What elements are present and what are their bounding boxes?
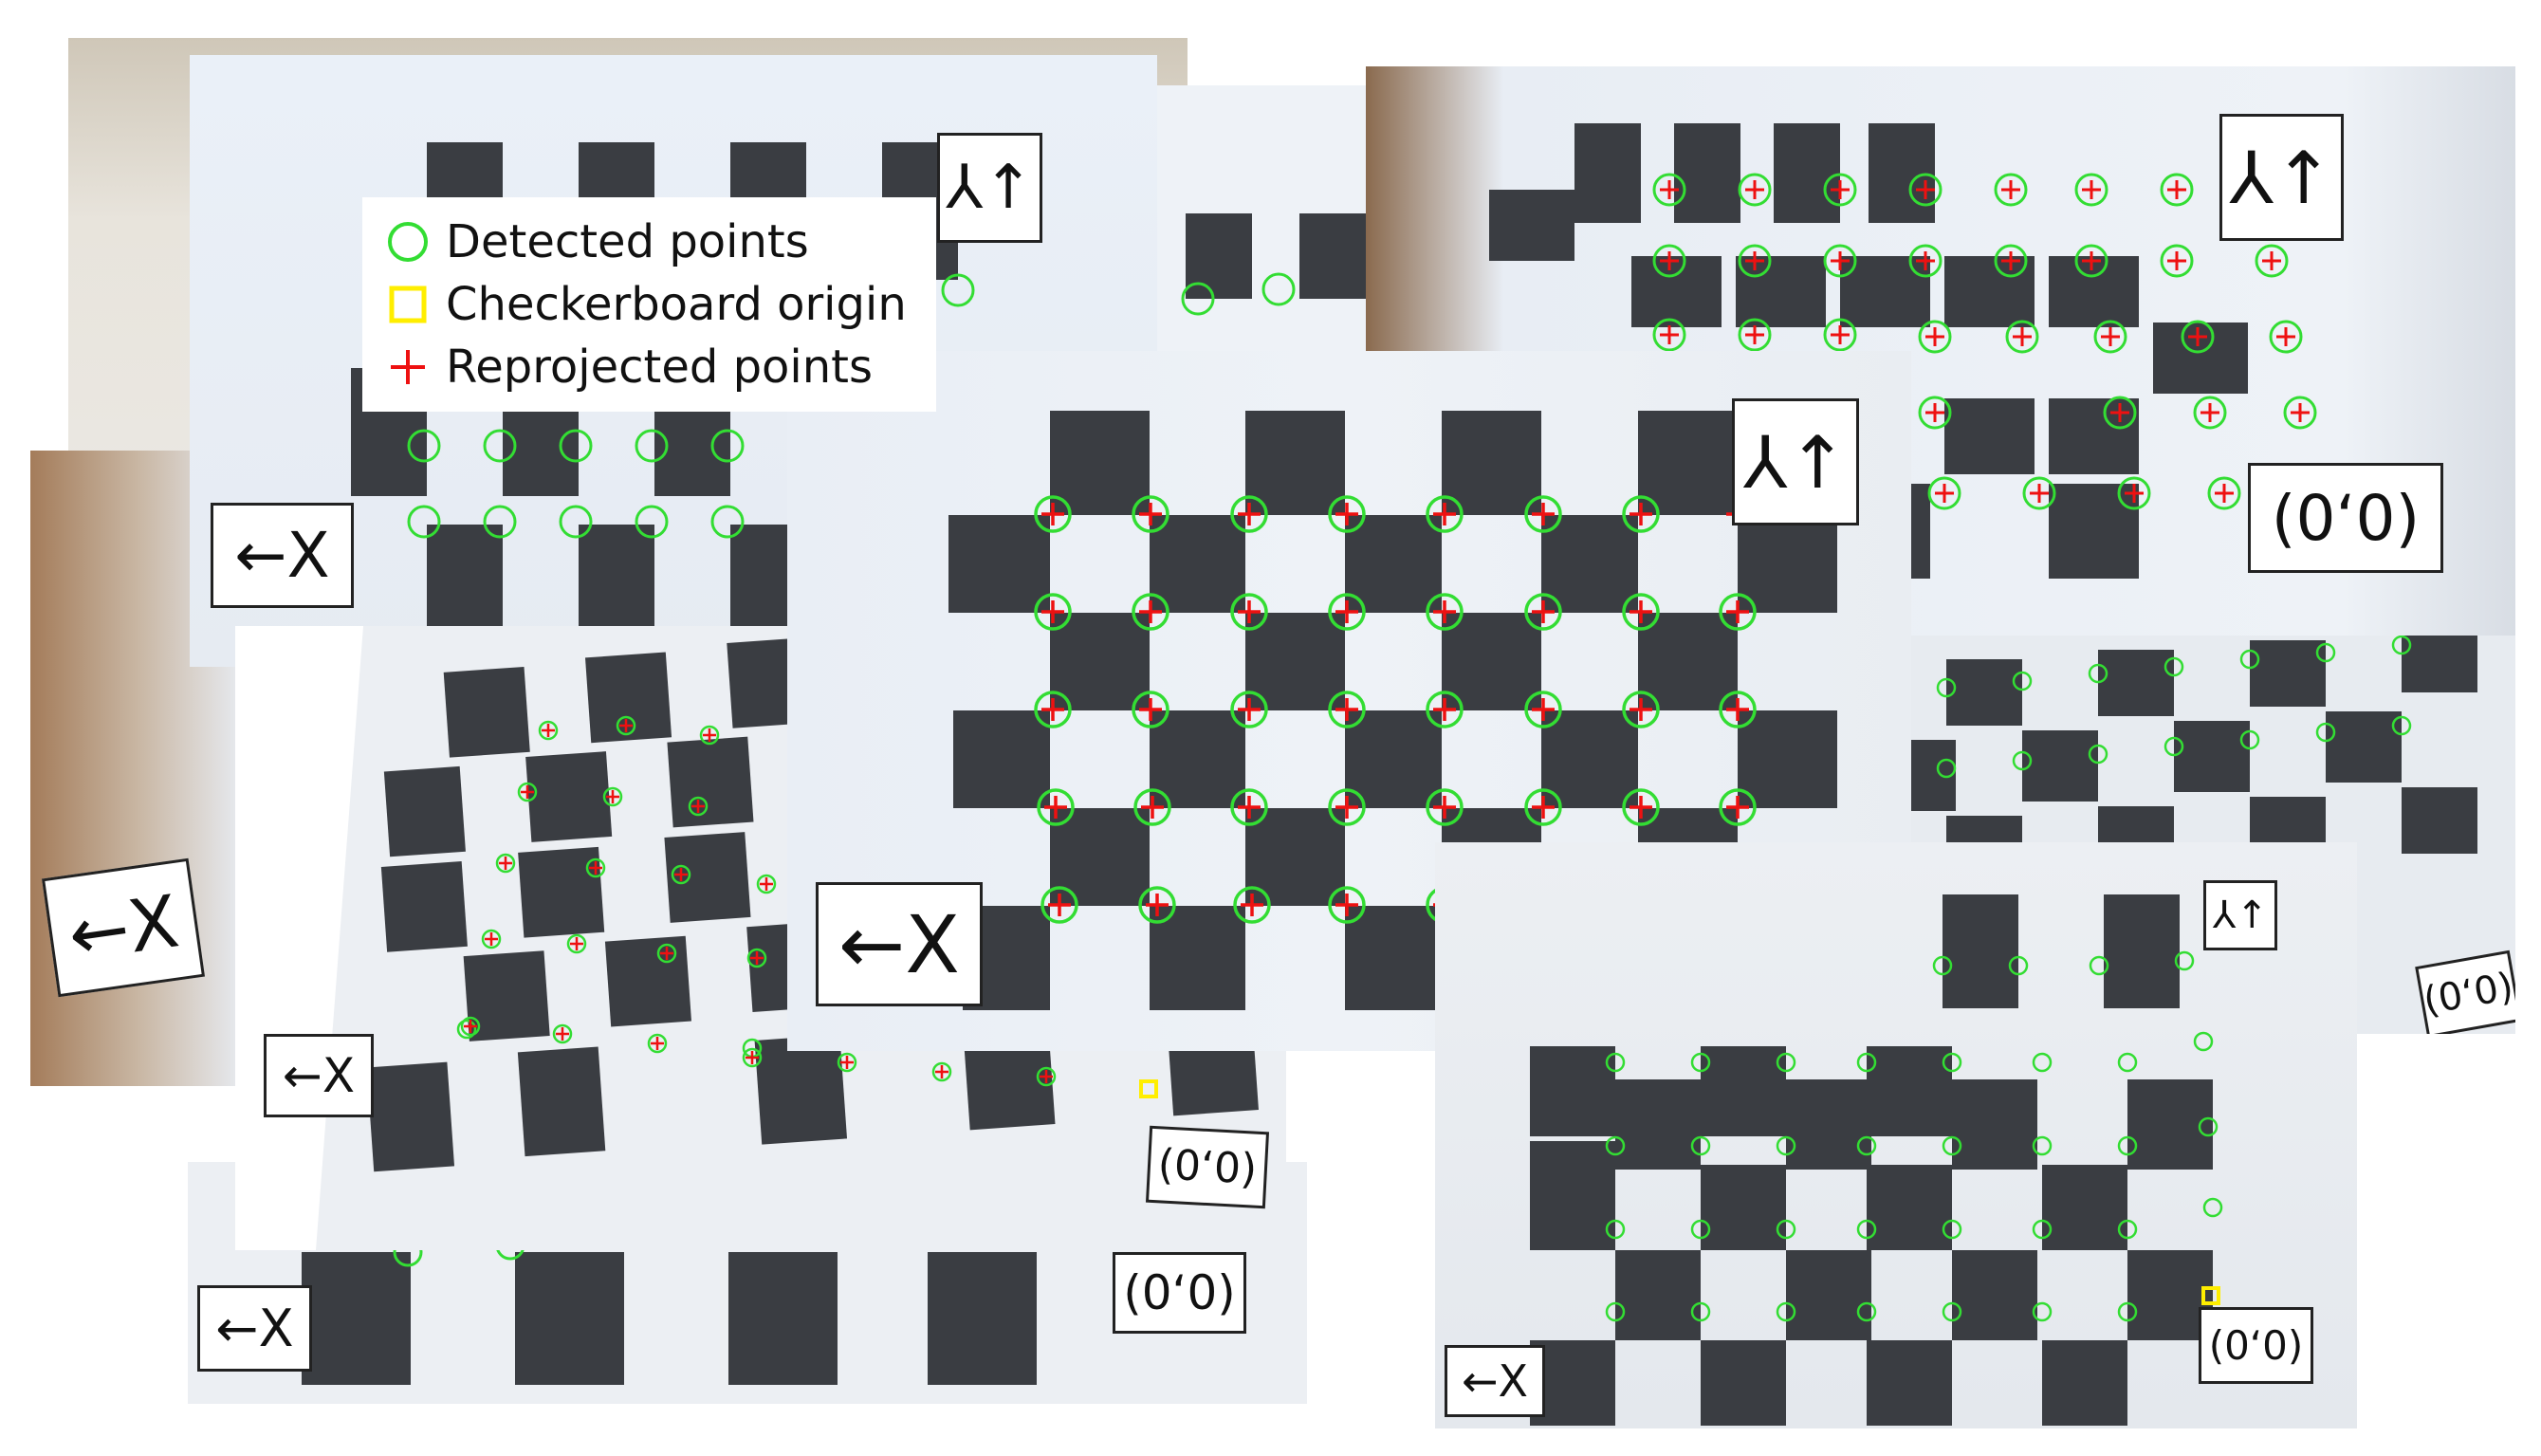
board-bottom-right <box>1530 894 2223 1426</box>
x-axis-label: ←X <box>211 503 354 608</box>
y-axis-label: ⅄↑ <box>1732 398 1859 525</box>
board-right-mid <box>1908 636 2477 882</box>
yellow-square-icon <box>381 278 434 331</box>
y-axis-label: ⅄↑ <box>2203 880 2277 950</box>
x-axis-label: ←X <box>41 857 206 998</box>
legend-label-reprojected: Reprojected points <box>446 341 873 394</box>
legend-item-reprojected: Reprojected points <box>381 336 917 398</box>
photo-bottom-right: ⅄↑ ←X (0‘0) <box>1435 842 2357 1428</box>
green-circle-icon <box>381 215 434 268</box>
origin-label: (0‘0) <box>1113 1252 1246 1334</box>
legend-label-detected: Detected points <box>446 215 809 268</box>
legend-label-origin: Checkerboard origin <box>446 278 907 331</box>
y-axis-label: ⅄↑ <box>2219 114 2344 241</box>
legend-item-detected: Detected points <box>381 211 917 273</box>
origin-label: (0‘0) <box>1145 1125 1270 1209</box>
x-axis-label: ←X <box>1445 1345 1545 1417</box>
origin-label: (0‘0) <box>2199 1307 2313 1384</box>
board-bottom-left-strip <box>302 1230 1037 1385</box>
board-mid-top <box>1181 213 1366 316</box>
x-axis-label: ←X <box>197 1285 312 1372</box>
legend-item-origin: Checkerboard origin <box>381 273 917 336</box>
x-axis-label: ←X <box>264 1034 374 1117</box>
photo-mid-top <box>1157 85 1366 370</box>
red-plus-icon <box>381 341 434 394</box>
y-axis-label: ⅄↑ <box>937 133 1042 243</box>
origin-label: (0‘0) <box>2248 463 2443 573</box>
legend: Detected points Checkerboard origin Repr… <box>362 197 936 412</box>
x-axis-label: ←X <box>816 882 983 1006</box>
